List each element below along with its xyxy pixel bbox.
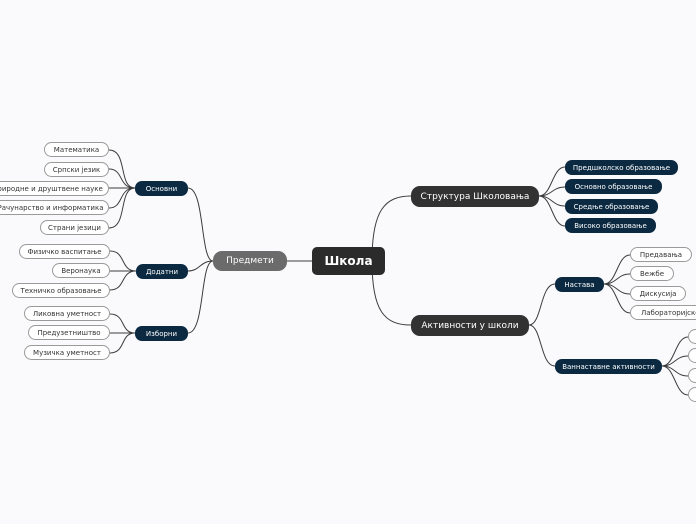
connector-root-struktura <box>371 195 412 262</box>
leaf-vannastavne-4[interactable] <box>688 387 696 402</box>
connector-struktura-leaf-1 <box>538 166 566 197</box>
leaf-vannastavne-1[interactable] <box>688 329 696 344</box>
connector-osnovni-leaf-5 <box>108 187 136 229</box>
connector-izborni-leaf-1 <box>109 313 136 334</box>
group-nastava[interactable]: Настава <box>555 277 604 292</box>
leaf-tehnicko-obrazovanje[interactable]: Техничко образовање <box>12 283 110 298</box>
root-node[interactable]: Школа <box>312 247 385 275</box>
connector-vannastavne-leaf-4 <box>661 365 689 396</box>
leaf-diskusija[interactable]: Дискусија <box>630 286 686 301</box>
leaf-strani-jezici[interactable]: Страни језици <box>40 220 109 235</box>
item-osnovno[interactable]: Основно образовање <box>565 179 662 194</box>
group-vannastavne[interactable]: Ваннаставне активности <box>555 359 662 374</box>
branch-predmeti[interactable]: Предмети <box>213 251 287 271</box>
branch-struktura[interactable]: Структура Школовања <box>411 186 539 207</box>
connector-aktivnosti-vannastavne <box>528 324 556 367</box>
connector-predmeti-osnovni <box>187 187 214 262</box>
connector-osnovni-leaf-1 <box>108 149 136 189</box>
leaf-vezbe[interactable]: Вежбе <box>630 266 674 281</box>
leaf-predavanja[interactable]: Предавања <box>630 247 692 262</box>
leaf-prirodne-drustvene-nauke[interactable]: Природне и друштвене науке <box>0 181 109 196</box>
connector-struktura-leaf-4 <box>538 195 566 227</box>
connector-izborni-leaf-3 <box>109 332 136 354</box>
leaf-preduzetnistvo[interactable]: Предузетништво <box>28 325 110 340</box>
leaf-racunarstvo-informatika[interactable]: Рачунарство и информатика <box>0 200 109 215</box>
connector-osnovni-leaf-4 <box>108 187 136 209</box>
connector-nastava-leaf-2 <box>603 273 631 285</box>
connector-nastava-leaf-4 <box>603 283 631 314</box>
group-osnovni[interactable]: Основни <box>135 181 188 196</box>
item-predskolsko[interactable]: Предшколско образовање <box>565 160 678 175</box>
leaf-laboratorijske[interactable]: Лабораторијске <box>630 305 696 320</box>
connector-nastava-leaf-1 <box>603 254 631 285</box>
connector-osnovni-leaf-2 <box>108 168 136 189</box>
connector-root-aktivnosti <box>371 260 412 326</box>
group-izborni[interactable]: Изборни <box>135 326 188 341</box>
branch-aktivnosti[interactable]: Активности у школи <box>411 315 529 336</box>
connector-predmeti-izborni <box>187 260 214 334</box>
connector-predmeti-dodatni <box>187 260 214 272</box>
leaf-vannastavne-3[interactable] <box>688 368 696 383</box>
leaf-likovna-umetnost[interactable]: Ликовна уметност <box>24 306 110 321</box>
leaf-srpski-jezik[interactable]: Српски језик <box>44 162 109 177</box>
connector-vannastavne-leaf-1 <box>661 336 689 367</box>
leaf-muzicka-umetnost[interactable]: Музичка уметност <box>24 345 110 360</box>
item-visoko[interactable]: Високо образовање <box>565 218 656 233</box>
connector-dodatni-leaf-3 <box>109 270 137 291</box>
connector-dodatni-leaf-1 <box>109 250 137 272</box>
leaf-matematika[interactable]: Математика <box>44 142 109 157</box>
leaf-fizicko-vaspitanje[interactable]: Физичко васпитање <box>19 244 110 259</box>
connector-aktivnosti-nastava <box>528 283 556 326</box>
group-dodatni[interactable]: Додатни <box>136 264 188 279</box>
leaf-veronauka[interactable]: Веронаука <box>52 263 110 278</box>
leaf-vannastavne-2[interactable] <box>688 348 696 363</box>
item-srednje[interactable]: Средње образовање <box>565 199 658 214</box>
connector-vannastavne-leaf-2 <box>661 355 689 367</box>
